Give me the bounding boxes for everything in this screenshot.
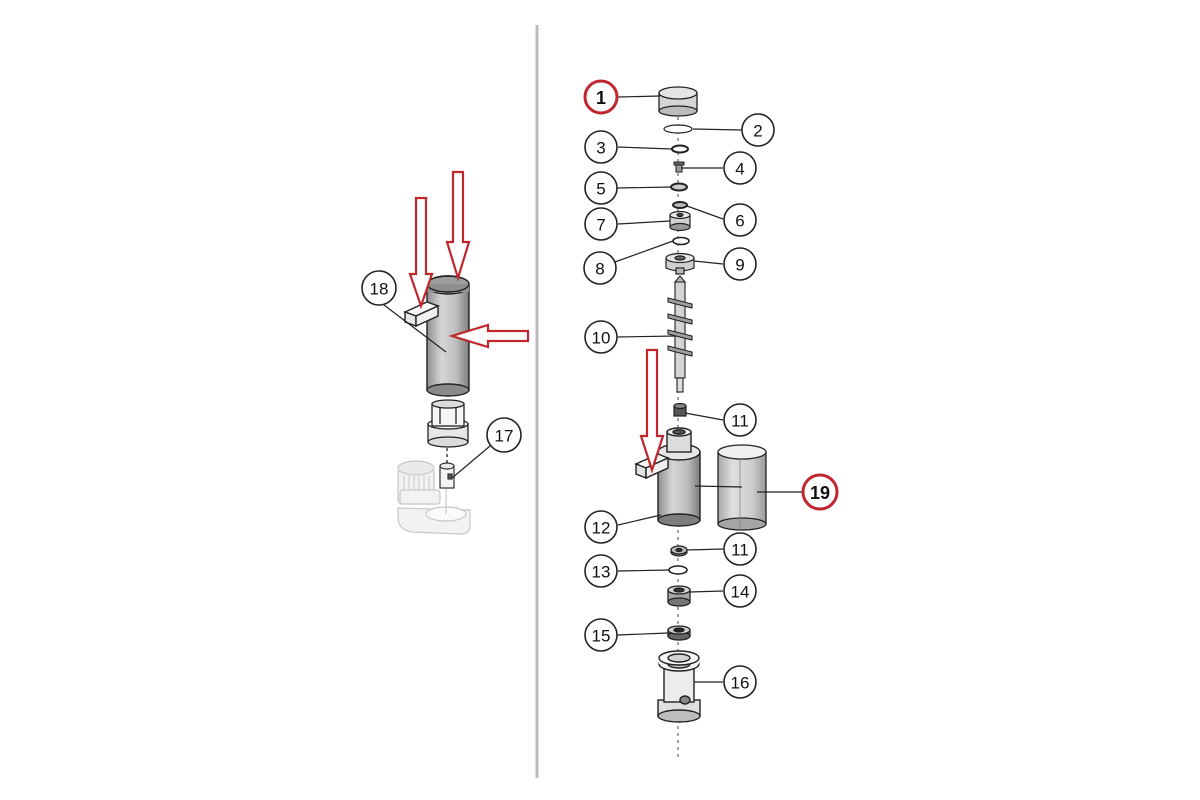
callout-16: 16 [723,665,757,699]
part-14-seal [667,585,691,607]
callout-label-2: 2 [753,122,762,141]
part-11-seal-lower [670,545,688,557]
part-6-washer [672,201,688,209]
callout-label-12: 12 [592,519,611,538]
callout-label-6: 6 [735,212,744,231]
callout-label-3: 3 [596,139,605,158]
callout-label-15: 15 [592,627,611,646]
callout-10: 10 [584,320,618,354]
callout-label-11-upper: 11 [731,412,749,431]
callout-19: 19 [801,473,839,511]
callout-label-13: 13 [592,563,611,582]
part-7-bushing [669,210,691,232]
part-11-seal-upper [673,402,687,417]
part-4-screw [673,161,685,173]
part-1-cap [658,86,698,117]
callout-label-9: 9 [735,256,744,275]
callout-label-10: 10 [592,329,611,348]
motor-base-faded [397,460,471,535]
red-arrow-housing [639,348,665,474]
callout-label-7: 7 [596,216,605,235]
callout-label-5: 5 [596,180,605,199]
arrow-down-connector [408,196,434,310]
callout-13: 13 [584,554,618,588]
part-2-gasket [663,124,693,134]
part-9-flange [665,252,695,275]
callout-6: 6 [723,203,757,237]
callout-label-8: 8 [595,260,604,279]
callout-label-17: 17 [495,427,514,446]
callout-label-18: 18 [370,280,389,299]
part-16-base [657,650,701,723]
callout-11-upper: 11 [723,403,757,437]
part-10-shaft [667,275,693,393]
callout-label-11-lower: 11 [731,541,749,560]
callout-3: 3 [584,130,618,164]
callout-9: 9 [723,247,757,281]
right-panel: 1 2 3 4 5 6 7 8 [583,79,839,760]
callout-12: 12 [584,510,618,544]
part-13-oring [668,565,688,575]
callout-15: 15 [584,618,618,652]
arrow-left-side [448,323,530,349]
callout-label-1: 1 [596,88,606,108]
lower-housing-part-18 [427,399,469,466]
callout-8: 8 [583,251,617,285]
callout-label-4: 4 [735,160,744,179]
callout-18: 18 [361,270,397,306]
callout-label-14: 14 [731,583,750,602]
leader-17 [451,445,491,479]
callout-label-16: 16 [731,674,750,693]
callout-14: 14 [723,574,757,608]
callout-label-19: 19 [810,483,830,503]
callout-2: 2 [741,113,775,147]
callout-17: 17 [486,417,522,453]
leader-18 [383,304,447,353]
coupling-part-17 [439,462,455,489]
callout-4: 4 [723,151,757,185]
left-panel: 18 17 [361,170,530,535]
part-19-sleeve [717,444,767,531]
part-8-oring [672,236,690,246]
part-5-washer [670,182,688,192]
callout-11-lower: 11 [723,532,757,566]
callout-7: 7 [584,207,618,241]
red-arrows-left [408,170,530,349]
part-3-ring [671,144,689,154]
callout-5: 5 [584,171,618,205]
leader-lines-right [614,95,802,683]
callout-1: 1 [583,79,619,115]
part-15-bearing [667,625,691,641]
arrow-down-top [445,170,471,282]
